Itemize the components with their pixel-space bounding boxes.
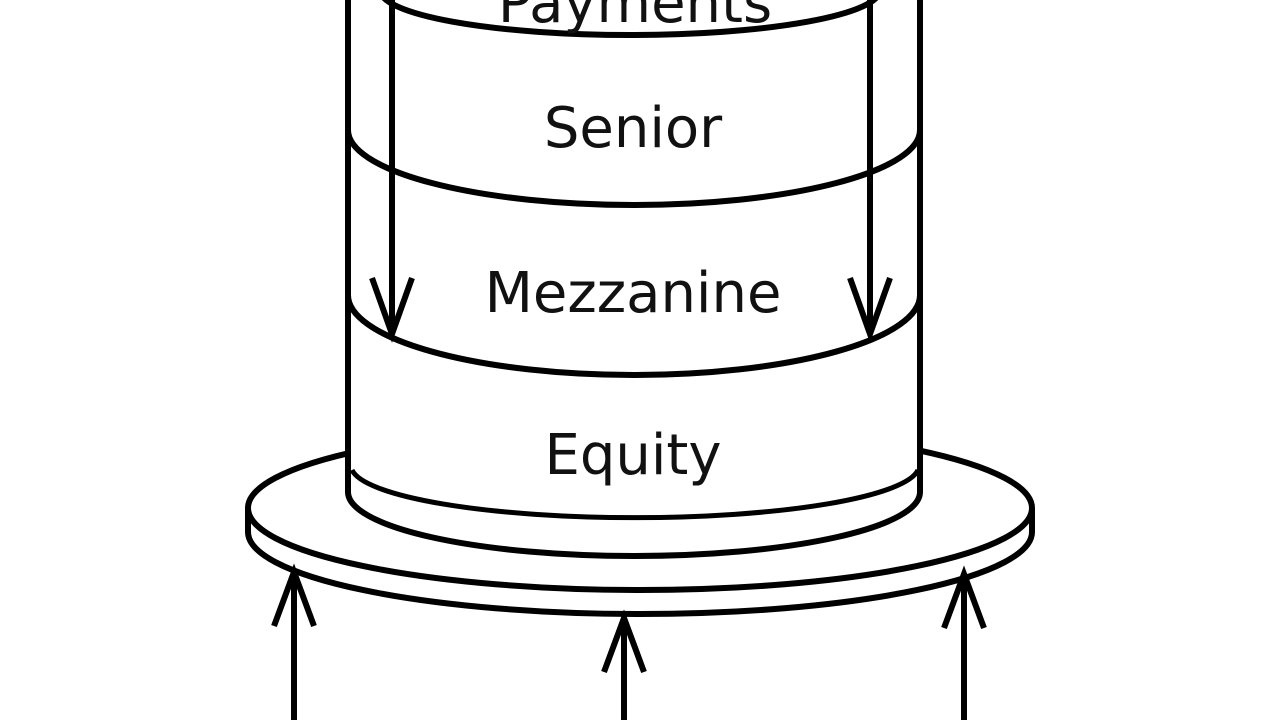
tier-divider-payments-senior — [381, 0, 879, 38]
payment-flow-arrows — [369, 0, 893, 343]
cylinder-bottom-rim — [345, 491, 923, 559]
tier-label-mezzanine: Mezzanine — [485, 261, 782, 326]
payment-arrow-right-head — [847, 276, 893, 343]
tier-divider-senior-mezzanine — [345, 129, 923, 208]
payment-arrow-left-head — [369, 276, 415, 343]
tier-divider-mezzanine-equity — [345, 294, 923, 378]
tranche-cylinder — [345, 0, 923, 559]
tier-label-senior: Senior — [544, 96, 723, 161]
support-arrow-left-head — [271, 563, 317, 628]
support-arrow-center-head — [601, 609, 647, 674]
cylinder-bottom-edge — [349, 468, 921, 521]
tier-label-payments: Payments — [498, 0, 772, 36]
support-arrows — [271, 563, 987, 720]
cylinder-body — [348, 0, 920, 556]
support-arrow-right-head — [941, 565, 987, 630]
tier-labels: Payments Senior Mezzanine Equity — [485, 0, 782, 488]
tier-label-equity: Equity — [544, 423, 721, 488]
